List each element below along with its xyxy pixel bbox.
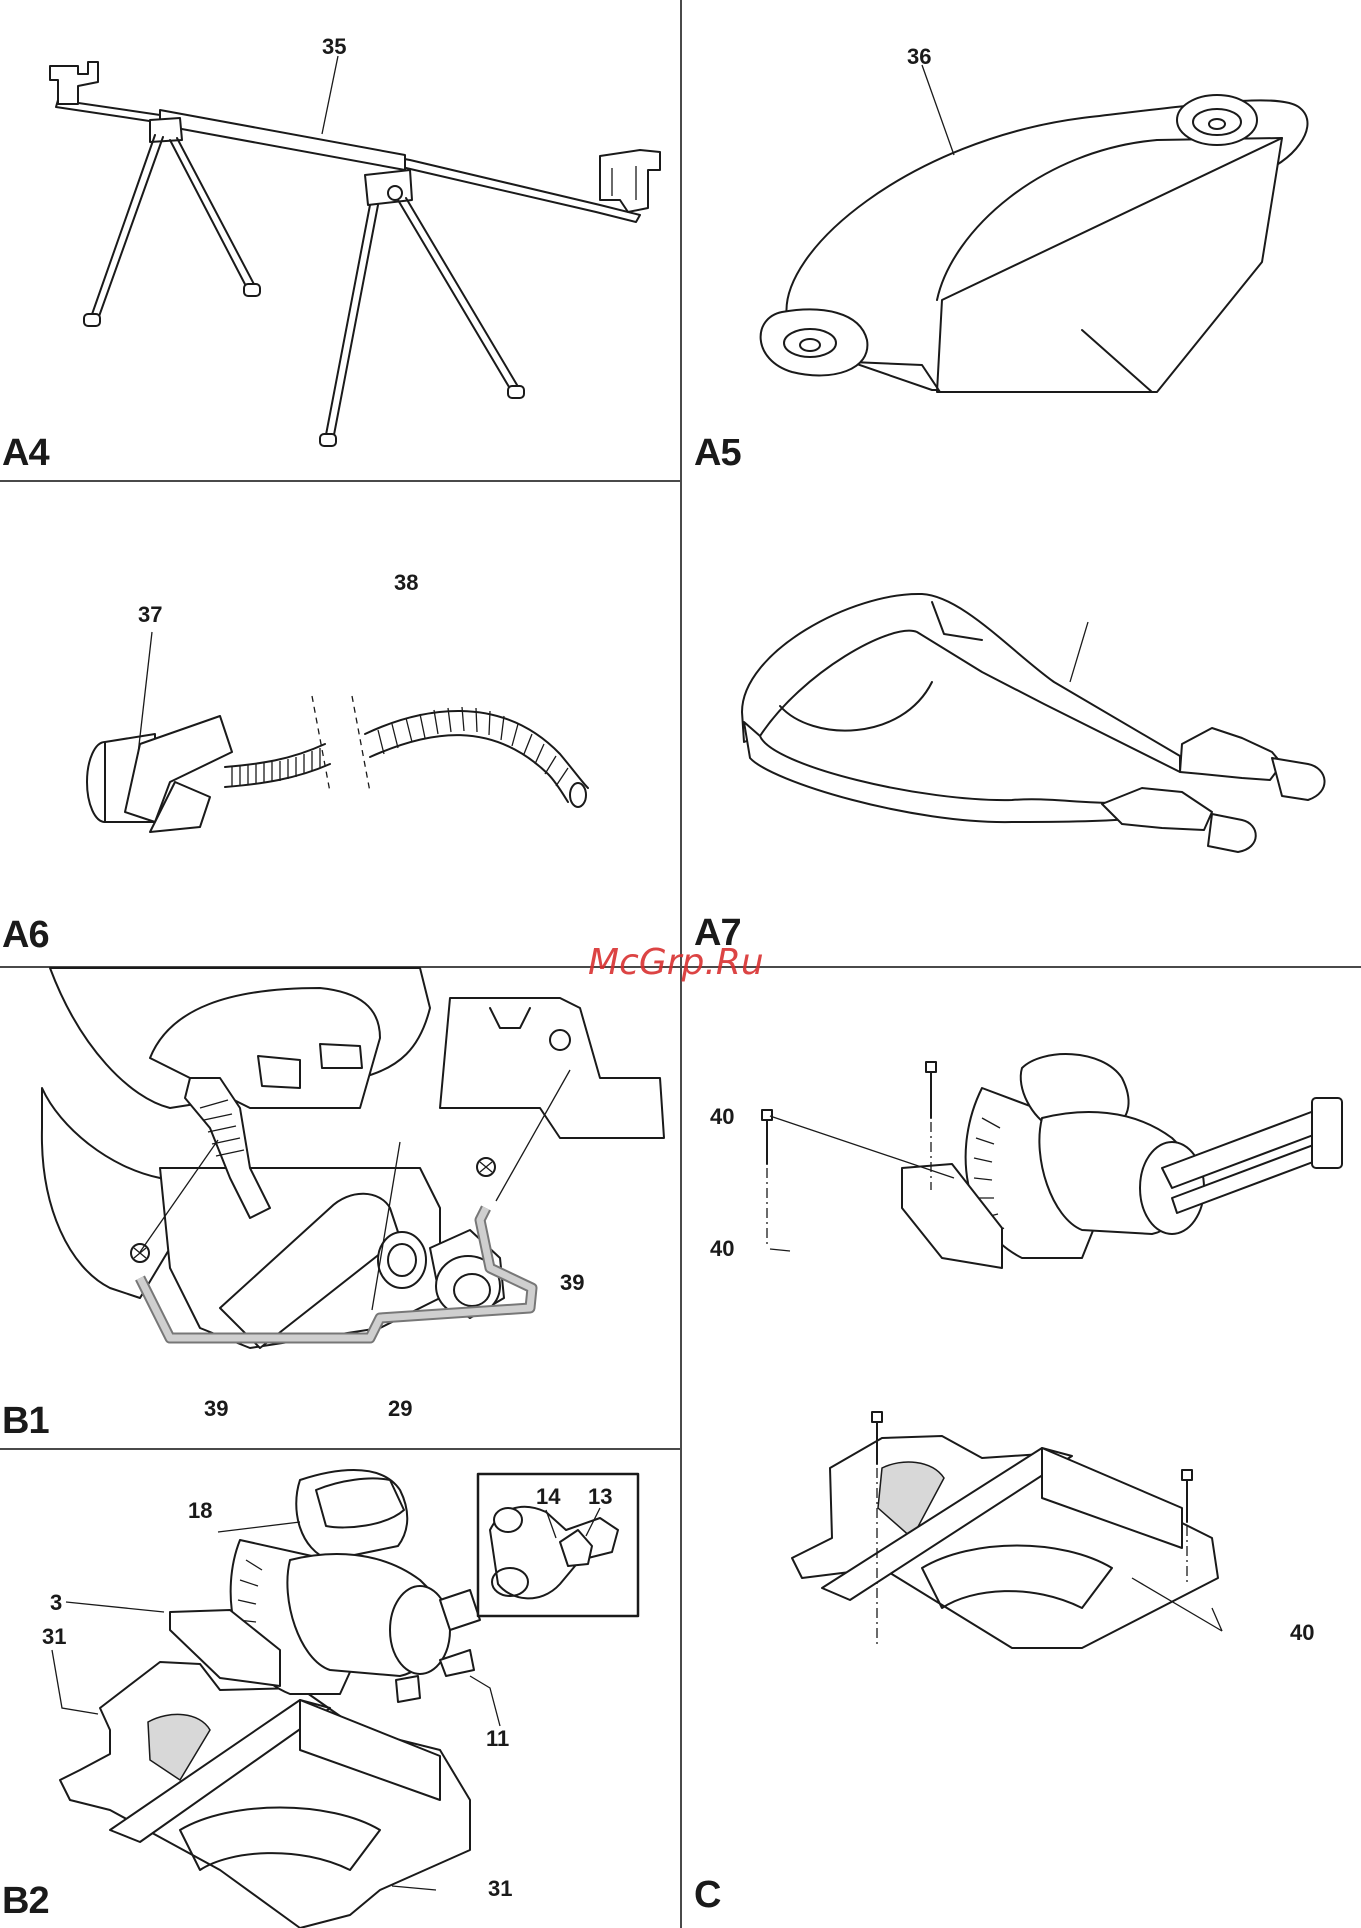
panel-a6: 37 A6 (0, 482, 680, 966)
callout-40-right: 40 (1290, 1620, 1314, 1646)
callout-13: 13 (588, 1484, 612, 1510)
figure-label-b1: B1 (2, 1400, 49, 1443)
watermark: McGrp.Ru (588, 942, 764, 983)
panel-b1: 39 39 29 B1 (0, 968, 680, 1448)
leg-stand-illustration (0, 0, 680, 480)
callout-3: 3 (50, 1590, 62, 1616)
panel-a7: 38 A7 (682, 482, 1361, 966)
callout-11: 11 (486, 1726, 509, 1752)
figure-label-a5: A5 (694, 432, 741, 475)
panel-c: 40 40 40 C (682, 968, 1361, 1928)
panel-a5: 36 A5 (682, 0, 1361, 480)
callout-40-left: 40 (710, 1236, 734, 1262)
figure-label-a4: A4 (2, 432, 49, 475)
saw-assembly-illustration (0, 1450, 680, 1928)
callout-38: 38 (394, 570, 418, 596)
figure-label-a6: A6 (2, 914, 49, 957)
figure-label-b2: B2 (2, 1880, 49, 1923)
callout-14: 14 (536, 1484, 560, 1510)
figure-label-c: C (694, 1874, 720, 1917)
panel-b2: 18 3 31 11 31 14 13 B2 (0, 1450, 680, 1928)
callout-18: 18 (188, 1498, 212, 1524)
hex-key-storage-illustration (0, 968, 680, 1448)
bench-mount-illustration (682, 968, 1361, 1928)
callout-31-top: 31 (42, 1624, 66, 1650)
callout-37: 37 (138, 602, 162, 628)
callout-40-top: 40 (710, 1104, 734, 1130)
panel-a4: 35 A4 (0, 0, 680, 480)
carrying-strap-illustration (682, 482, 1361, 966)
callout-39-right: 39 (560, 1270, 584, 1296)
callout-39-left: 39 (204, 1396, 228, 1422)
callout-36: 36 (907, 44, 931, 70)
vacuum-hose-illustration (0, 482, 680, 966)
callout-31-bottom: 31 (488, 1876, 512, 1902)
callout-29: 29 (388, 1396, 412, 1422)
dust-chute-illustration (682, 0, 1361, 480)
callout-35: 35 (322, 34, 346, 60)
